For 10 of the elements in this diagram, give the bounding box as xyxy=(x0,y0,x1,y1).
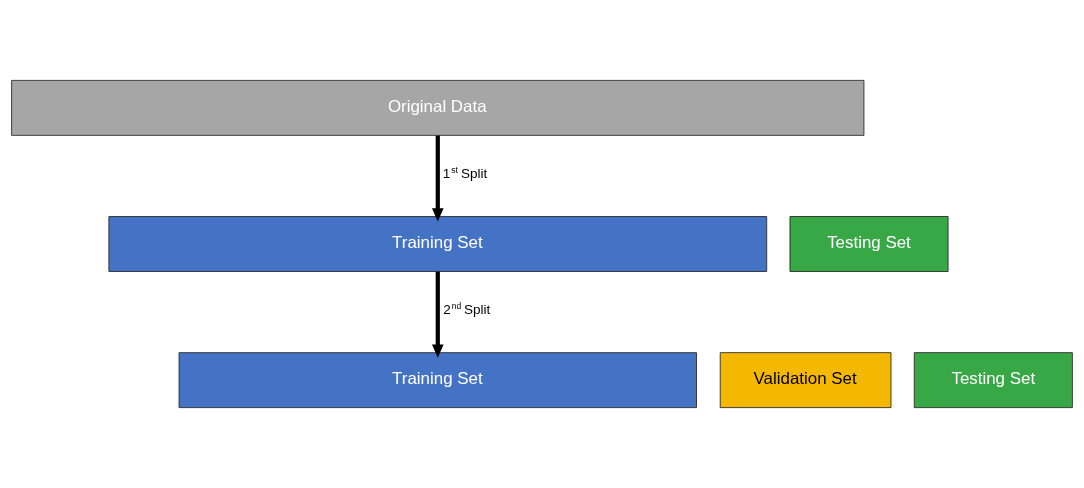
arrow xyxy=(431,271,444,358)
edge-label: 1$^{st}$ Split xyxy=(442,165,488,182)
node-box: Testing Set xyxy=(913,352,1073,409)
node-box: Original Data xyxy=(11,79,865,136)
node-box: Validation Set xyxy=(719,352,892,409)
node-box: Training Set xyxy=(178,352,697,409)
arrow xyxy=(431,135,444,222)
node-box: Training Set xyxy=(108,216,768,272)
node-box: Testing Set xyxy=(789,216,949,272)
edge-label: 2$^{nd}$ Split xyxy=(443,301,491,318)
